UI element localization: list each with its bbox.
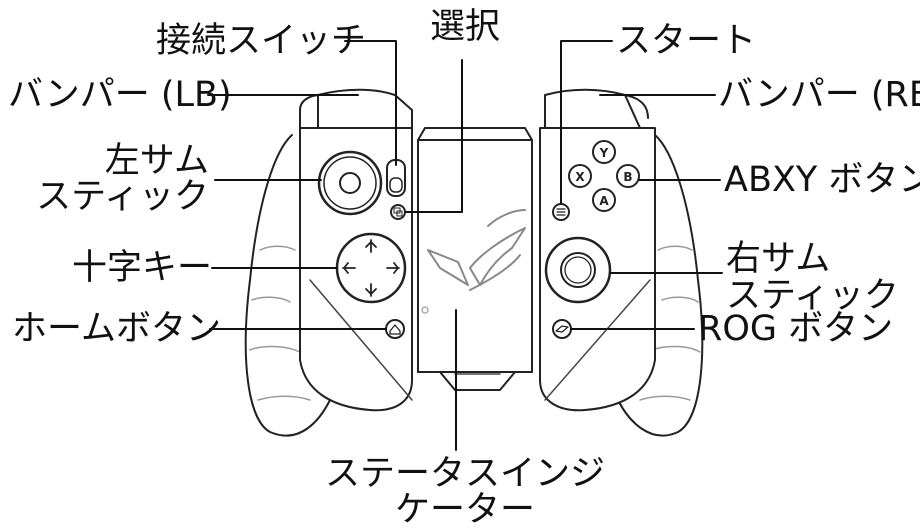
center-bridge bbox=[417, 127, 533, 391]
button-x[interactable] bbox=[568, 164, 592, 188]
button-a-label: A bbox=[599, 194, 609, 208]
start-menu-icon bbox=[556, 208, 566, 216]
button-y-label: Y bbox=[599, 146, 609, 160]
rog-button[interactable] bbox=[552, 319, 572, 339]
label-status-line1: ステータスインジ bbox=[324, 454, 605, 494]
label-left-stick-line2: スティック bbox=[36, 177, 209, 217]
dpad[interactable] bbox=[335, 232, 407, 304]
label-status-line2: ケーター bbox=[394, 490, 535, 530]
label-dpad: 十字キー bbox=[72, 248, 213, 288]
label-bumper-rb: バンパー (RB) bbox=[718, 75, 920, 115]
label-start: スタート bbox=[616, 21, 757, 61]
right-thumbstick[interactable] bbox=[544, 236, 612, 304]
select-button[interactable] bbox=[390, 204, 406, 220]
start-button[interactable] bbox=[552, 203, 570, 221]
label-left-stick-line1: 左サム bbox=[104, 141, 209, 181]
button-b[interactable] bbox=[616, 164, 640, 188]
rog-logo-icon bbox=[555, 325, 569, 333]
label-right-stick-line1: 右サム bbox=[726, 239, 831, 279]
button-x-label: X bbox=[575, 170, 585, 184]
leader-lines bbox=[207, 40, 723, 451]
home-icon bbox=[389, 324, 401, 335]
button-y[interactable] bbox=[592, 140, 616, 164]
label-home: ホームボタン bbox=[12, 309, 221, 349]
label-bumper-lb: バンパー (LB) bbox=[8, 75, 232, 115]
label-abxy: ABXY ボタン bbox=[724, 160, 920, 200]
home-button[interactable] bbox=[385, 319, 405, 339]
button-a[interactable] bbox=[592, 188, 616, 212]
button-b-label: B bbox=[623, 170, 632, 184]
label-rog: ROG ボタン bbox=[698, 309, 894, 349]
label-right-stick-line2: スティック bbox=[726, 276, 899, 316]
status-indicator-led bbox=[421, 306, 429, 314]
rog-center-logo bbox=[427, 209, 526, 291]
label-connect-switch: 接続スイッチ bbox=[156, 21, 367, 61]
left-thumbstick[interactable] bbox=[317, 150, 383, 216]
label-select: 選択 bbox=[430, 7, 501, 47]
